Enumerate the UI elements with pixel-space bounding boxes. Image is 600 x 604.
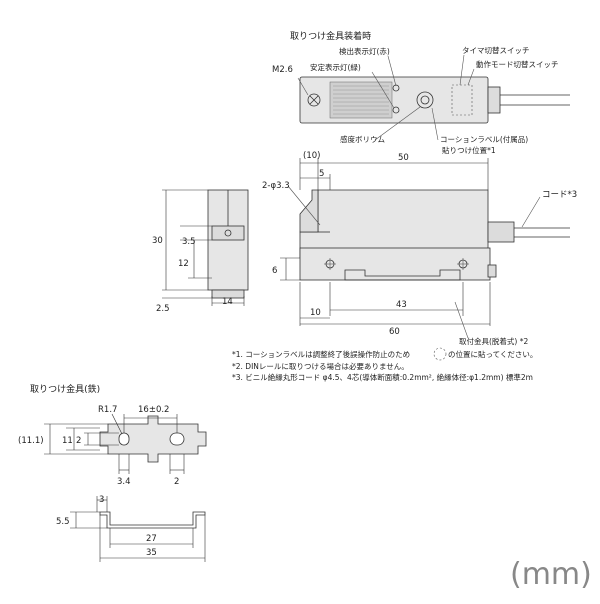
bracket-r17: R1.7 (98, 405, 117, 415)
end-dim-30: 30 (152, 236, 163, 246)
note-3: *3. ビニル絶縁丸形コード φ4.5、4芯(導体断面積:0.2mm², 絶縁体… (232, 372, 533, 382)
end-dim-2-5: 2.5 (156, 304, 170, 314)
bracket-title: 取りつけ金具(鉄) (30, 383, 100, 395)
bracket-dim-35: 35 (146, 548, 157, 558)
unit-label: (mm) (510, 557, 592, 592)
note-2: *2. DINレールに取りつける場合は必要ありません。 (232, 361, 409, 371)
note-1b: の位置に貼ってください。 (448, 349, 537, 359)
bracket-dim-3: 3 (99, 495, 104, 505)
caution-circle-icon (433, 347, 447, 361)
bracket-dim-11-1: (11.1) (18, 436, 44, 446)
side-hole-label: 2-φ3.3 (262, 181, 290, 191)
side-dim-6: 6 (272, 266, 277, 276)
bracket-dim-5-5: 5.5 (56, 517, 70, 527)
m26-label: M2.6 (272, 65, 293, 75)
end-dim-14: 14 (222, 297, 233, 307)
side-dim-43: 43 (396, 300, 407, 310)
bracket-side-view (99, 511, 206, 529)
cord-label: コード*3 (542, 190, 577, 200)
caution-pos-label: 貼りつけ位置*1 (442, 145, 496, 155)
bracket-top-view (99, 415, 207, 463)
detect-lamp-label: 検出表示灯(赤) (339, 46, 390, 56)
timer-switch-label: タイマ切替スイッチ (462, 45, 530, 55)
bracket-dim-2b: 2 (174, 477, 179, 487)
side-view-sensor (299, 189, 570, 281)
top-view-title: 取りつけ金具装着時 (290, 30, 371, 42)
bracket-dim-3-4: 3.4 (117, 477, 131, 487)
side-dim-5: 5 (319, 169, 324, 179)
caution-label-label: コーションラベル(付属品) (440, 134, 528, 144)
side-dim-50: 50 (398, 153, 409, 163)
side-dim-60: 60 (389, 327, 400, 337)
mode-switch-label: 動作モード切替スイッチ (476, 59, 559, 69)
bracket-dim-2: 2 (76, 436, 81, 446)
side-dim-10-top: (10) (303, 151, 320, 161)
bracket-dim-16: 16±0.2 (138, 405, 169, 415)
end-dim-12: 12 (178, 259, 189, 269)
sensitivity-label: 感度ボリウム (340, 134, 385, 144)
side-bracket-label: 取付金具(脱着式) *2 (459, 336, 528, 346)
side-dim-10-bottom: 10 (310, 308, 321, 318)
bracket-dim-27: 27 (146, 534, 157, 544)
end-dim-3-5: 3.5 (182, 237, 196, 247)
stable-lamp-label: 安定表示灯(緑) (310, 62, 361, 72)
note-1a: *1. コーションラベルは調整終了後誤操作防止のため (232, 349, 410, 359)
bracket-dim-11: 11 (62, 436, 73, 446)
top-view-sensor (299, 76, 570, 124)
end-view-sensor (207, 189, 249, 299)
